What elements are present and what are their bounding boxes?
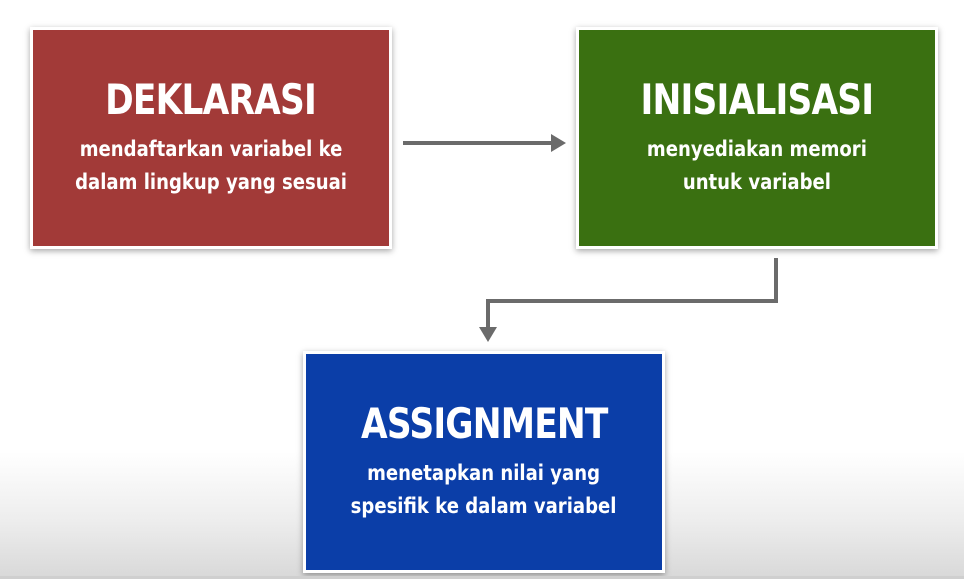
assignment-description: menetapkan nilai yang spesifik ke dalam … — [351, 461, 617, 519]
deklarasi-title: DEKLARASI — [105, 74, 318, 124]
deklarasi-box: DEKLARASI mendaftarkan variabel ke dalam… — [30, 27, 392, 249]
arrowhead-right-icon — [551, 134, 566, 152]
arrowhead-down-icon — [479, 327, 497, 342]
inisialisasi-description: menyediakan memori untuk variabel — [646, 137, 867, 195]
arrow-inisialisasi-to-assignment — [479, 258, 778, 342]
inisialisasi-box: INISIALISASI menyediakan memori untuk va… — [576, 27, 938, 249]
assignment-box: ASSIGNMENT menetapkan nilai yang spesifi… — [303, 351, 665, 573]
inisialisasi-title: INISIALISASI — [640, 74, 875, 124]
deklarasi-description: mendaftarkan variabel ke dalam lingkup y… — [75, 137, 347, 195]
bottom-border — [0, 576, 964, 579]
arrow-elbow-line — [486, 258, 778, 328]
arrow-deklarasi-to-inisialisasi — [403, 134, 566, 152]
assignment-title: ASSIGNMENT — [360, 398, 608, 448]
